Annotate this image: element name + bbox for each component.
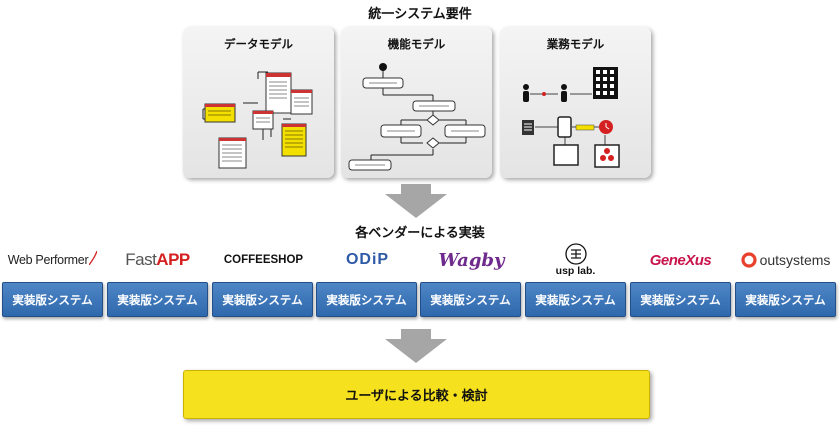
web-performer-logo: Web Performer bbox=[1, 238, 104, 282]
outsystems-logo: outsystems bbox=[734, 238, 837, 282]
odip-logo-text: ODiP bbox=[345, 251, 390, 268]
wagby-logo: Wagby bbox=[420, 238, 523, 282]
system-box-genexus: 実装版システム bbox=[630, 282, 731, 317]
coffeeshop-logo: COFFEESHOP bbox=[212, 238, 315, 282]
usp-lab-logo-text: usp lab. bbox=[555, 265, 596, 277]
usp-lab-logo: usp lab. bbox=[524, 238, 627, 282]
data-model-diagram bbox=[202, 71, 313, 169]
fastapp-logo: FastAPP bbox=[106, 238, 209, 282]
system-box-fastapp: 実装版システム bbox=[107, 282, 208, 317]
function-model-card: 機能モデル bbox=[341, 27, 492, 178]
function-model-label: 機能モデル bbox=[387, 37, 446, 51]
genexus-logo-text: GeneXus bbox=[649, 251, 712, 269]
data-model-card: データモデル bbox=[183, 27, 334, 178]
system-box-wagby: 実装版システム bbox=[420, 282, 521, 317]
system-box-outsystems: 実装版システム bbox=[735, 282, 836, 317]
user-comparison-box: ユーザによる比較・検討 bbox=[183, 370, 650, 419]
down-arrow-1 bbox=[385, 184, 447, 218]
business-model-label: 業務モデル bbox=[546, 37, 605, 51]
fastapp-logo-main: Fast bbox=[125, 250, 157, 269]
system-box-odip: 実装版システム bbox=[316, 282, 417, 317]
page-title: 統一システム要件 bbox=[368, 7, 472, 22]
fastapp-logo-accent: APP bbox=[156, 250, 190, 269]
system-box-usp-lab: 実装版システム bbox=[525, 282, 626, 317]
business-model-card: 業務モデル bbox=[500, 27, 651, 178]
system-box-coffeeshop: 実装版システム bbox=[212, 282, 313, 317]
business-model-diagram bbox=[522, 67, 620, 168]
function-model-diagram bbox=[348, 63, 486, 171]
coffeeshop-logo-text: COFFEESHOP bbox=[223, 254, 304, 266]
outsystems-logo-icon bbox=[740, 252, 757, 268]
data-model-label: データモデル bbox=[224, 37, 293, 51]
genexus-logo: GeneXus bbox=[629, 238, 732, 282]
system-box-web-performer: 実装版システム bbox=[2, 282, 103, 317]
usp-lab-emblem-icon bbox=[564, 243, 587, 265]
implementation-heading: 各ベンダーによる実装 bbox=[355, 226, 485, 241]
down-arrow-2 bbox=[385, 329, 447, 363]
outsystems-logo-text: outsystems bbox=[759, 252, 831, 268]
web-performer-swoosh bbox=[89, 251, 98, 265]
wagby-logo-text: Wagby bbox=[438, 249, 505, 271]
odip-logo: ODiP bbox=[316, 238, 419, 282]
web-performer-logo-text: Web Performer bbox=[7, 253, 89, 267]
